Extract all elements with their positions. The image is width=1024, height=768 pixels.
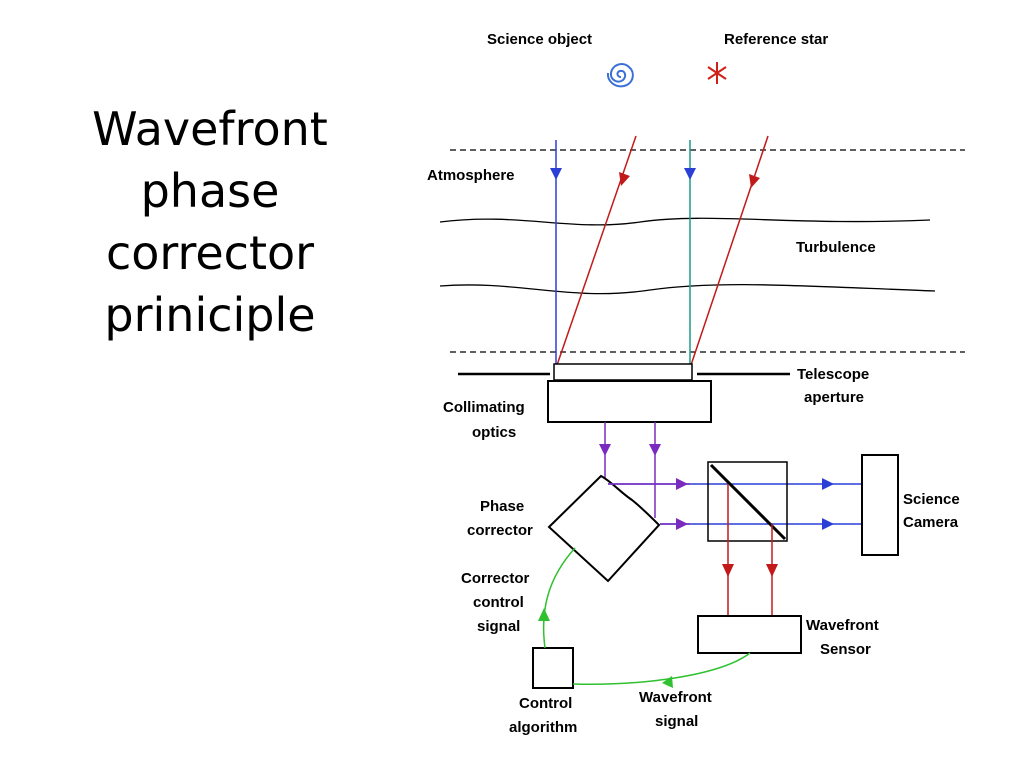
combined-beam-left-arrow <box>599 444 611 456</box>
science-camera-label-line1: Science <box>903 491 960 508</box>
wavefront-signal-line <box>572 652 751 685</box>
reflected-beam-bottom-arrow <box>676 518 688 530</box>
science-object-label: Science object <box>487 31 592 48</box>
reference-beam-right <box>689 135 769 369</box>
collimating-optics-label-line1: Collimating <box>443 399 525 416</box>
sensor-beam-left-arrow <box>722 564 734 577</box>
corrector-control-line <box>542 547 576 649</box>
science-camera-box <box>861 454 899 556</box>
phase-corrector-label-line1: Phase <box>480 498 524 515</box>
science-beam-left-arrow <box>550 168 562 180</box>
control-algorithm-label-line1: Control <box>519 695 572 712</box>
reference-beam-right-arrow <box>749 174 760 188</box>
atmosphere-label: Atmosphere <box>427 167 515 184</box>
beam-splitter-diagonal <box>709 463 787 541</box>
camera-beam-bottom-arrow <box>822 518 834 530</box>
slide-title: Wavefront phase corrector priniciple <box>92 102 328 342</box>
turbulence-label: Turbulence <box>796 239 876 256</box>
wavefront-signal-label-line2: signal <box>655 713 698 730</box>
wavefront-signal-label-line1: Wavefront <box>639 689 712 706</box>
sensor-beam-right-arrow <box>766 564 778 577</box>
reference-star-icon <box>707 62 727 84</box>
turbulence-wave-top <box>439 217 931 226</box>
corrector-control-label-line3: signal <box>477 618 520 635</box>
reference-beam-left-arrow <box>619 172 630 186</box>
combined-beam-right-arrow <box>649 444 661 456</box>
collimating-optics-label-line2: optics <box>472 424 516 441</box>
camera-beam-top-arrow <box>822 478 834 490</box>
aperture-opening <box>553 363 693 381</box>
reference-beam-left <box>555 135 637 369</box>
science-camera-label-line2: Camera <box>903 514 959 531</box>
reference-star-label: Reference star <box>724 31 828 48</box>
beam-splitter <box>707 461 788 542</box>
corrector-control-label-line1: Corrector <box>461 570 530 587</box>
control-algorithm-label-line2: algorithm <box>509 719 577 736</box>
telescope-aperture-label-line2: aperture <box>804 389 864 406</box>
reflected-beam-top-arrow <box>676 478 688 490</box>
phase-corrector-mirror <box>547 474 661 583</box>
corrector-control-label-line2: control <box>473 594 524 611</box>
telescope-aperture-label-line1: Telescope <box>797 366 869 383</box>
wavefront-sensor-box <box>697 615 802 654</box>
wavefront-signal-arrow <box>662 676 673 688</box>
collimating-optics-box <box>547 380 712 423</box>
phase-corrector-label-line2: corrector <box>467 522 533 539</box>
corrector-control-arrow <box>538 608 550 621</box>
turbulence-wave-bottom <box>439 283 936 295</box>
wavefront-sensor-label-line1: Wavefront <box>806 617 879 634</box>
control-algorithm-box <box>532 647 574 689</box>
wavefront-sensor-label-line2: Sensor <box>820 641 871 658</box>
science-beam-right-arrow <box>684 168 696 180</box>
science-object-icon <box>606 63 634 88</box>
